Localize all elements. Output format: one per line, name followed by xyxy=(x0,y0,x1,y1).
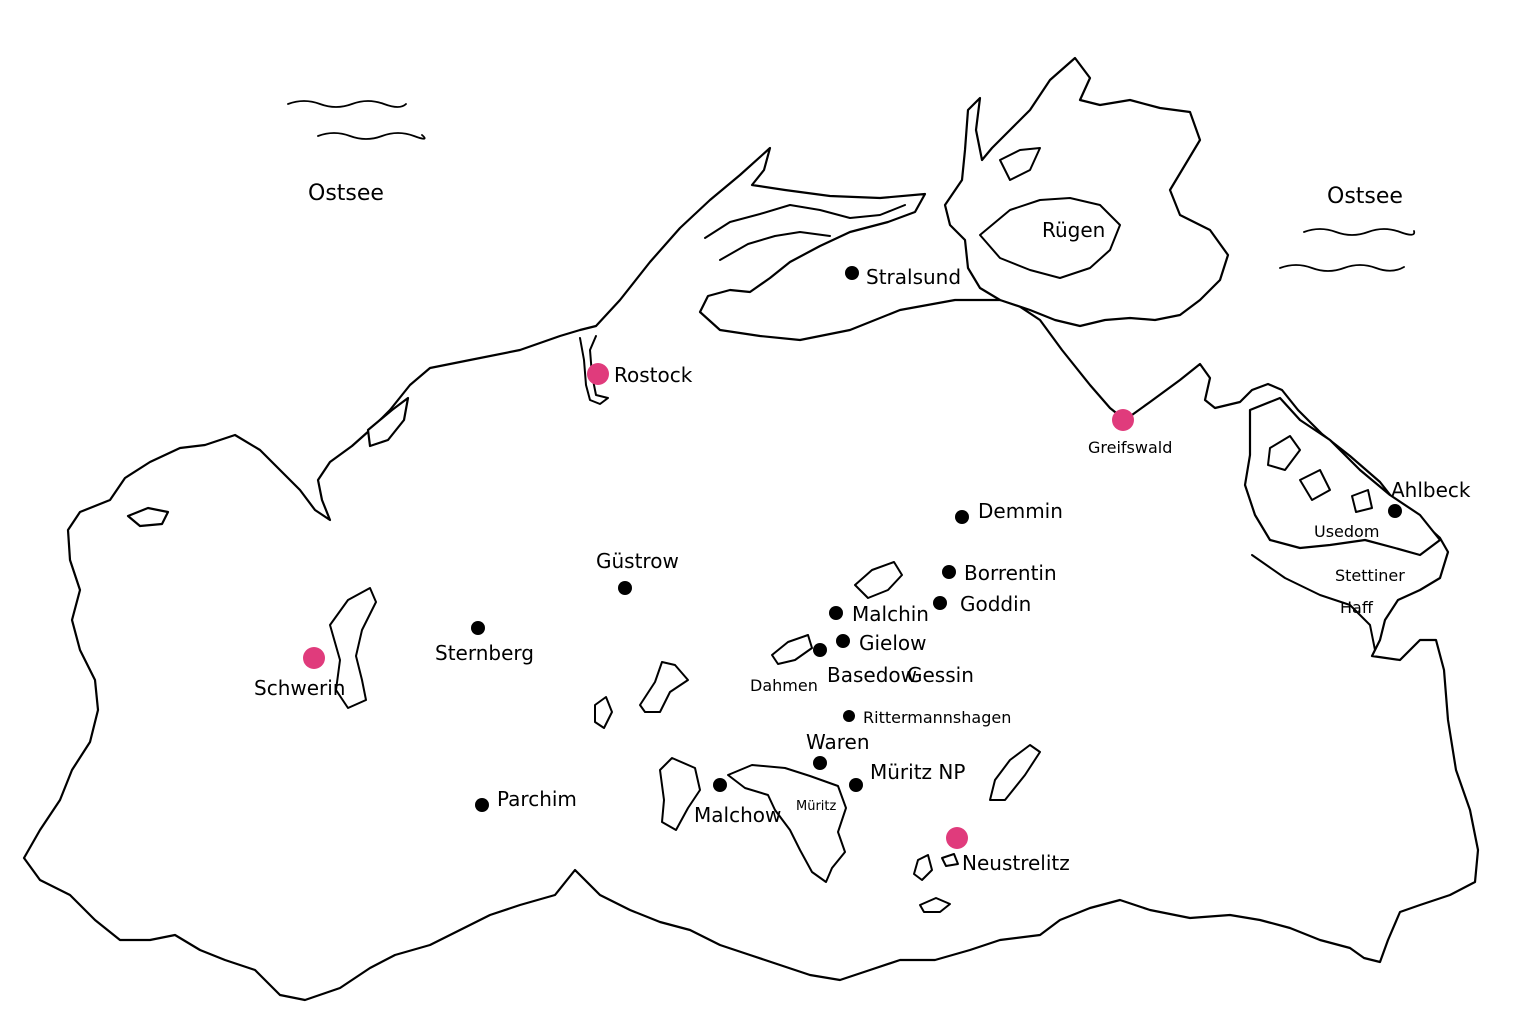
lake-neustrelitz-3 xyxy=(919,897,951,913)
schweriner-see xyxy=(329,587,377,709)
mueritz-lake xyxy=(727,764,847,883)
marker-sternberg[interactable] xyxy=(471,621,485,635)
mainland-outline xyxy=(22,146,1480,1002)
label-dahmen: Dahmen xyxy=(750,676,818,695)
lake-east-1 xyxy=(989,744,1041,801)
marker-stralsund[interactable] xyxy=(845,266,859,280)
label-gielow: Gielow xyxy=(859,631,927,655)
malchiner-see xyxy=(771,634,813,665)
label-demmin: Demmin xyxy=(978,499,1063,523)
wave-west-1 xyxy=(287,100,407,108)
map-labels: Ostsee Ostsee Rügen Usedom Stettiner Haf… xyxy=(254,181,1471,875)
marker-greifswald[interactable] xyxy=(1112,409,1134,431)
marker-ahlbeck[interactable] xyxy=(1388,504,1402,518)
marker-demmin[interactable] xyxy=(955,510,969,524)
bodden-coast xyxy=(704,204,906,239)
lake-neustrelitz-2 xyxy=(941,853,959,867)
label-waren: Waren xyxy=(806,730,870,754)
label-gessin: Gessin xyxy=(907,663,974,687)
warnow-estuary xyxy=(579,335,609,405)
label-ostsee-east: Ostsee xyxy=(1327,184,1403,209)
marker-mueritz-np[interactable] xyxy=(849,778,863,792)
lake-neustrelitz-1 xyxy=(913,854,933,881)
label-rostock: Rostock xyxy=(614,363,693,387)
ruegen-island xyxy=(943,56,1230,328)
usedom-lake-3 xyxy=(1351,489,1373,513)
lake-small-1 xyxy=(594,696,613,729)
label-ruegen: Rügen xyxy=(1042,218,1105,242)
sea-waves xyxy=(287,100,1416,272)
usedom-lake-2 xyxy=(1299,469,1331,501)
label-parchim: Parchim xyxy=(497,787,577,811)
place-markers xyxy=(303,266,1402,849)
wave-east-1 xyxy=(1303,228,1416,236)
label-malchow: Malchow xyxy=(694,803,781,827)
label-goddin: Goddin xyxy=(960,592,1031,616)
label-stettiner: Stettiner xyxy=(1335,566,1405,585)
marker-borrentin[interactable] xyxy=(942,565,956,579)
label-borrentin: Borrentin xyxy=(964,561,1057,585)
marker-gielow[interactable] xyxy=(836,634,850,648)
label-rittermannshagen: Rittermannshagen xyxy=(863,708,1011,727)
plauer-see xyxy=(659,757,701,831)
label-malchin: Malchin xyxy=(852,602,929,626)
marker-rostock[interactable] xyxy=(587,363,609,385)
marker-schwerin[interactable] xyxy=(303,647,325,669)
marker-guestrow[interactable] xyxy=(618,581,632,595)
marker-waren[interactable] xyxy=(813,756,827,770)
wave-east-2 xyxy=(1279,264,1405,272)
kummerower-see xyxy=(854,561,903,599)
label-greifswald: Greifswald xyxy=(1088,438,1172,457)
haff-shoreline xyxy=(1251,554,1376,651)
label-stralsund: Stralsund xyxy=(866,265,961,289)
wave-west-2 xyxy=(317,132,426,140)
label-schwerin: Schwerin xyxy=(254,676,345,700)
label-usedom: Usedom xyxy=(1314,522,1379,541)
lake-guestrow-south xyxy=(639,661,689,713)
bodden-inner xyxy=(719,231,831,261)
ruegen-inner-coast xyxy=(979,197,1121,279)
label-mueritz: Müritz xyxy=(796,799,837,814)
usedom-lake-1 xyxy=(1267,435,1301,471)
marker-rittermannshagen[interactable] xyxy=(843,710,855,722)
ruegen-lagoon xyxy=(999,147,1041,181)
marker-neustrelitz[interactable] xyxy=(946,827,968,849)
marker-parchim[interactable] xyxy=(475,798,489,812)
label-sternberg: Sternberg xyxy=(435,641,534,665)
marker-malchow[interactable] xyxy=(713,778,727,792)
label-guestrow: Güstrow xyxy=(596,549,679,573)
label-ostsee-west: Ostsee xyxy=(308,181,384,206)
marker-basedow[interactable] xyxy=(813,643,827,657)
label-haff: Haff xyxy=(1340,598,1374,617)
label-mueritz-np: Müritz NP xyxy=(870,760,965,784)
label-basedow: Basedow xyxy=(827,663,917,687)
marker-malchin[interactable] xyxy=(829,606,843,620)
marker-goddin[interactable] xyxy=(933,596,947,610)
label-ahlbeck: Ahlbeck xyxy=(1391,478,1471,502)
poel-island xyxy=(366,396,410,448)
small-island-west xyxy=(126,506,170,528)
label-neustrelitz: Neustrelitz xyxy=(962,851,1070,875)
